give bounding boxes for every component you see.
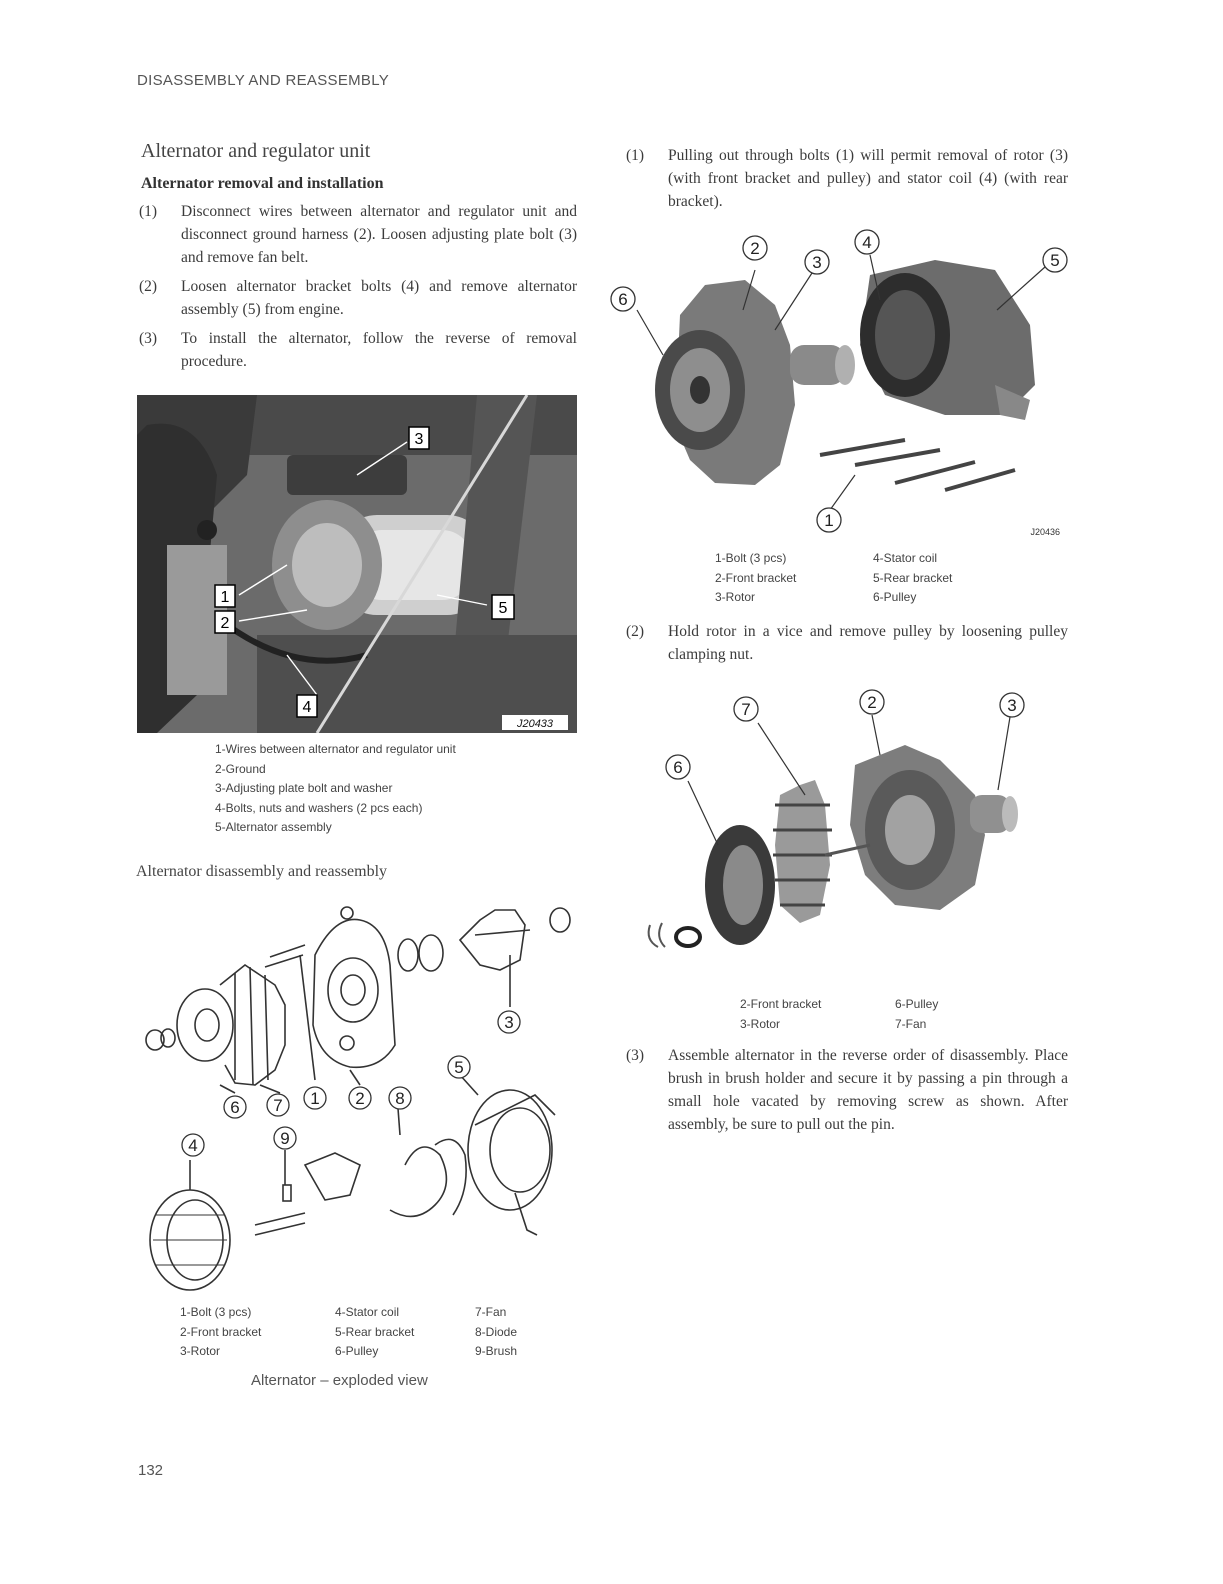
exploded-caption-item: 2-Front bracket [180, 1324, 262, 1339]
exploded-caption-item: 7-Fan [475, 1305, 507, 1319]
fig2-callout-6: 6 [665, 754, 691, 780]
exploded-callout-9-label: 9 [280, 1129, 289, 1148]
exploded-callout-9: 9 [273, 1126, 297, 1150]
fig1-caption: 1-Bolt (3 pcs) 4-Stator coil 2-Front bra… [715, 549, 983, 608]
exploded-caption-item: 9-Brush [475, 1344, 518, 1358]
exploded-callout-2-label: 2 [355, 1089, 364, 1108]
exploded-callout-5: 5 [447, 1055, 471, 1079]
photo-callout-3-label: 3 [415, 431, 424, 448]
exploded-callout-5-label: 5 [454, 1058, 463, 1077]
photo-caption-line: 2-Ground [215, 761, 266, 776]
fig1-caption-item: 1-Bolt (3 pcs) [715, 551, 787, 565]
photo-code-box: J20433 [502, 715, 568, 730]
fig1-caption-item: 4-Stator coil [873, 551, 938, 565]
removal-steps: (1) Disconnect wires between alternator … [139, 200, 577, 373]
fig2-callout-2: 2 [859, 689, 885, 715]
exploded-callout-8-label: 8 [395, 1089, 404, 1108]
removal-title: Alternator removal and installation [141, 175, 384, 192]
photo-caption: 1-Wires between alternator and regulator… [215, 740, 456, 838]
fig2-callout-7: 7 [733, 696, 759, 722]
fig2-caption-item: 3-Rotor [740, 1016, 781, 1031]
fig2-callout-3: 3 [999, 692, 1025, 718]
photo-caption-line: 3-Adjusting plate bolt and washer [215, 781, 393, 795]
disassembly-title: Alternator disassembly and reassembly [136, 863, 388, 880]
exploded-caption-item: 4-Stator coil [335, 1305, 400, 1319]
fig1-caption-item: 3-Rotor [715, 590, 756, 604]
fig2-callout-2-label: 2 [867, 693, 876, 712]
fig1-callout-4-label: 4 [862, 233, 871, 252]
fig1-caption-item: 5-Rear bracket [873, 570, 953, 585]
photo-callout-4-label: 4 [303, 699, 312, 716]
exploded-callout-6-label: 6 [230, 1098, 239, 1117]
fig1-callout-1-label: 1 [824, 511, 833, 530]
fig1-callout-3-label: 3 [812, 253, 821, 272]
fig1-callout-6: 6 [610, 286, 636, 312]
exploded-callout-3-label: 3 [504, 1013, 513, 1032]
exploded-callout-7: 7 [266, 1093, 290, 1117]
right-step-2: (2) Hold rotor in a vice and remove pull… [626, 623, 1068, 663]
removal-step-2: (2) Loosen alternator bracket bolts (4) … [139, 278, 577, 318]
fig1-callout-5: 5 [1042, 247, 1068, 273]
section-title: Alternator and regulator unit [141, 140, 371, 162]
fig2-caption-item: 2-Front bracket [740, 997, 822, 1011]
fig1-caption-item: 2-Front bracket [715, 570, 797, 585]
exploded-figure-title: Alternator – exploded view [251, 1372, 428, 1389]
fig2-callout-7-label: 7 [741, 700, 750, 719]
photo-callout-2: 2 [214, 610, 236, 634]
exploded-callout-1: 1 [303, 1086, 327, 1110]
right-step-3: (3) Assemble alternator in the reverse o… [626, 1047, 1068, 1133]
exploded-callout-3: 3 [497, 1010, 521, 1034]
running-header: DISASSEMBLY AND REASSEMBLY [137, 72, 390, 89]
exploded-view-diagram: 1 2 3 4 5 6 7 8 9 [145, 906, 571, 1291]
exploded-caption: 1-Bolt (3 pcs) 4-Stator coil 7-Fan 2-Fro… [180, 1303, 555, 1362]
fig2-caption: 2-Front bracket 6-Pulley 3-Rotor 7-Fan [740, 995, 975, 1034]
right-step-1: (1) Pulling out through bolts (1) will p… [626, 147, 1068, 210]
exploded-callout-4-label: 4 [188, 1136, 197, 1155]
photo-caption-line: 1-Wires between alternator and regulator… [215, 742, 456, 756]
exploded-callout-1-label: 1 [310, 1089, 319, 1108]
exploded-caption-item: 8-Diode [475, 1324, 518, 1339]
fig1-code: J20436 [1030, 527, 1060, 537]
exploded-callout-4: 4 [181, 1133, 205, 1157]
exploded-caption-item: 6-Pulley [335, 1344, 379, 1358]
removal-step-3: (3) To install the alternator, follow th… [139, 330, 577, 370]
exploded-callout-8: 8 [388, 1086, 412, 1110]
photo-callout-3: 3 [408, 426, 430, 450]
fig1-callout-6-label: 6 [618, 290, 627, 309]
photo-code-label: J20433 [516, 718, 554, 730]
photo-callout-1: 1 [214, 584, 236, 608]
page-number: 132 [138, 1462, 164, 1479]
exploded-caption-item: 5-Rear bracket [335, 1324, 415, 1339]
fig1-caption-item: 6-Pulley [873, 590, 917, 604]
fig1-callout-2-label: 2 [750, 239, 759, 258]
photo-callout-5: 5 [491, 594, 515, 620]
fig1-callout-5-label: 5 [1050, 251, 1059, 270]
fig2-caption-item: 7-Fan [895, 1016, 927, 1031]
pulley-removal-figure: 2 3 6 7 [647, 689, 1025, 948]
photo-caption-line: 4-Bolts, nuts and washers (2 pcs each) [215, 800, 423, 815]
removal-step-1: (1) Disconnect wires between alternator … [139, 203, 577, 266]
photo-callout-2-label: 2 [221, 615, 230, 632]
exploded-callout-6: 6 [223, 1095, 247, 1119]
photo-callout-5-label: 5 [499, 600, 508, 617]
fig2-callout-6-label: 6 [673, 758, 682, 777]
fig1-callout-3: 3 [804, 249, 830, 275]
engine-photo: 1 2 3 4 5 J20433 [137, 395, 577, 733]
photo-callout-4: 4 [296, 694, 318, 718]
fig1-callout-4: 4 [854, 229, 880, 255]
rotor-stator-figure: 1 2 3 4 5 6 J20436 [610, 229, 1068, 537]
fig2-caption-item: 6-Pulley [895, 997, 939, 1011]
photo-callout-1-label: 1 [221, 589, 230, 606]
fig2-callout-3-label: 3 [1007, 696, 1016, 715]
exploded-callout-2: 2 [348, 1086, 372, 1110]
exploded-caption-item: 1-Bolt (3 pcs) [180, 1305, 252, 1319]
fig1-callout-2: 2 [742, 235, 768, 261]
exploded-callout-7-label: 7 [273, 1096, 282, 1115]
fig1-callout-1: 1 [816, 507, 842, 533]
exploded-caption-item: 3-Rotor [180, 1344, 221, 1358]
photo-caption-line: 5-Alternator assembly [215, 820, 332, 834]
